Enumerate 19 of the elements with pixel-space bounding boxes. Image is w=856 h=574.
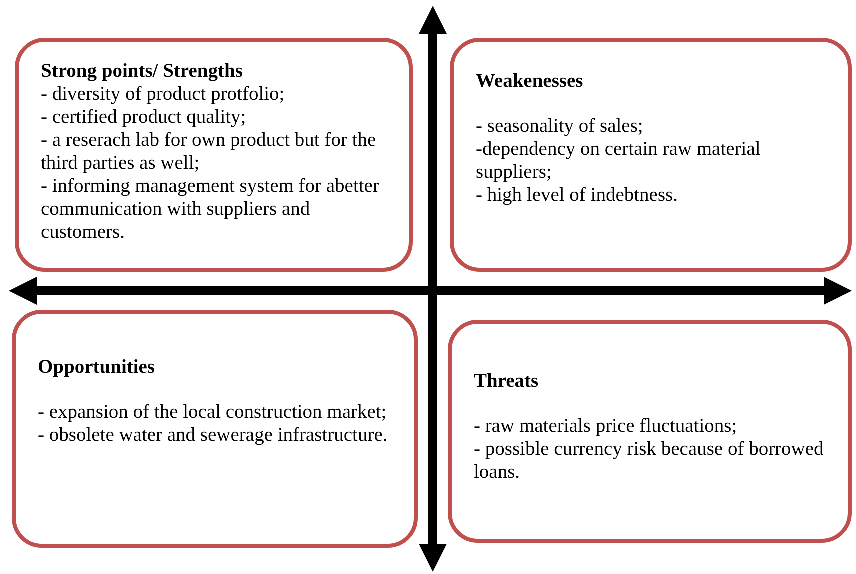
quadrant-heading: Strong points/ Strengths [41,60,244,83]
bullet-item: - informing management system for abetter communication with suppliers and customers. [41,175,380,244]
bullet-item: - possible currency risk because of borrowed loans. [474,438,825,484]
bullet-item: - raw materials price fluctuations; [474,415,738,438]
bullet-item: -dependency on certain raw material suppliers; [476,138,762,184]
bullet-item: - certified product quality; [41,106,248,129]
threats-box [448,320,852,543]
quadrant-heading: Opportunities [38,356,156,379]
bullet-item: - expansion of the local construction market; [38,401,388,424]
strengths-box [15,38,413,272]
opportunities-box [12,310,418,548]
bullet-item: - high level of indebtness. [476,184,679,207]
bullet-item: - seasonality of sales; [476,115,644,138]
quadrant-heading: Threats [474,370,540,393]
bullet-item: - obsolete water and sewerage infrastructure. [38,424,389,447]
quadrant-heading: Weakenesses [476,70,584,93]
weaknesses-box [450,38,852,272]
bullet-item: - diversity of product protfolio; [41,83,286,106]
bullet-item: - a reserach lab for own product but for the third parties as well; [41,129,378,175]
